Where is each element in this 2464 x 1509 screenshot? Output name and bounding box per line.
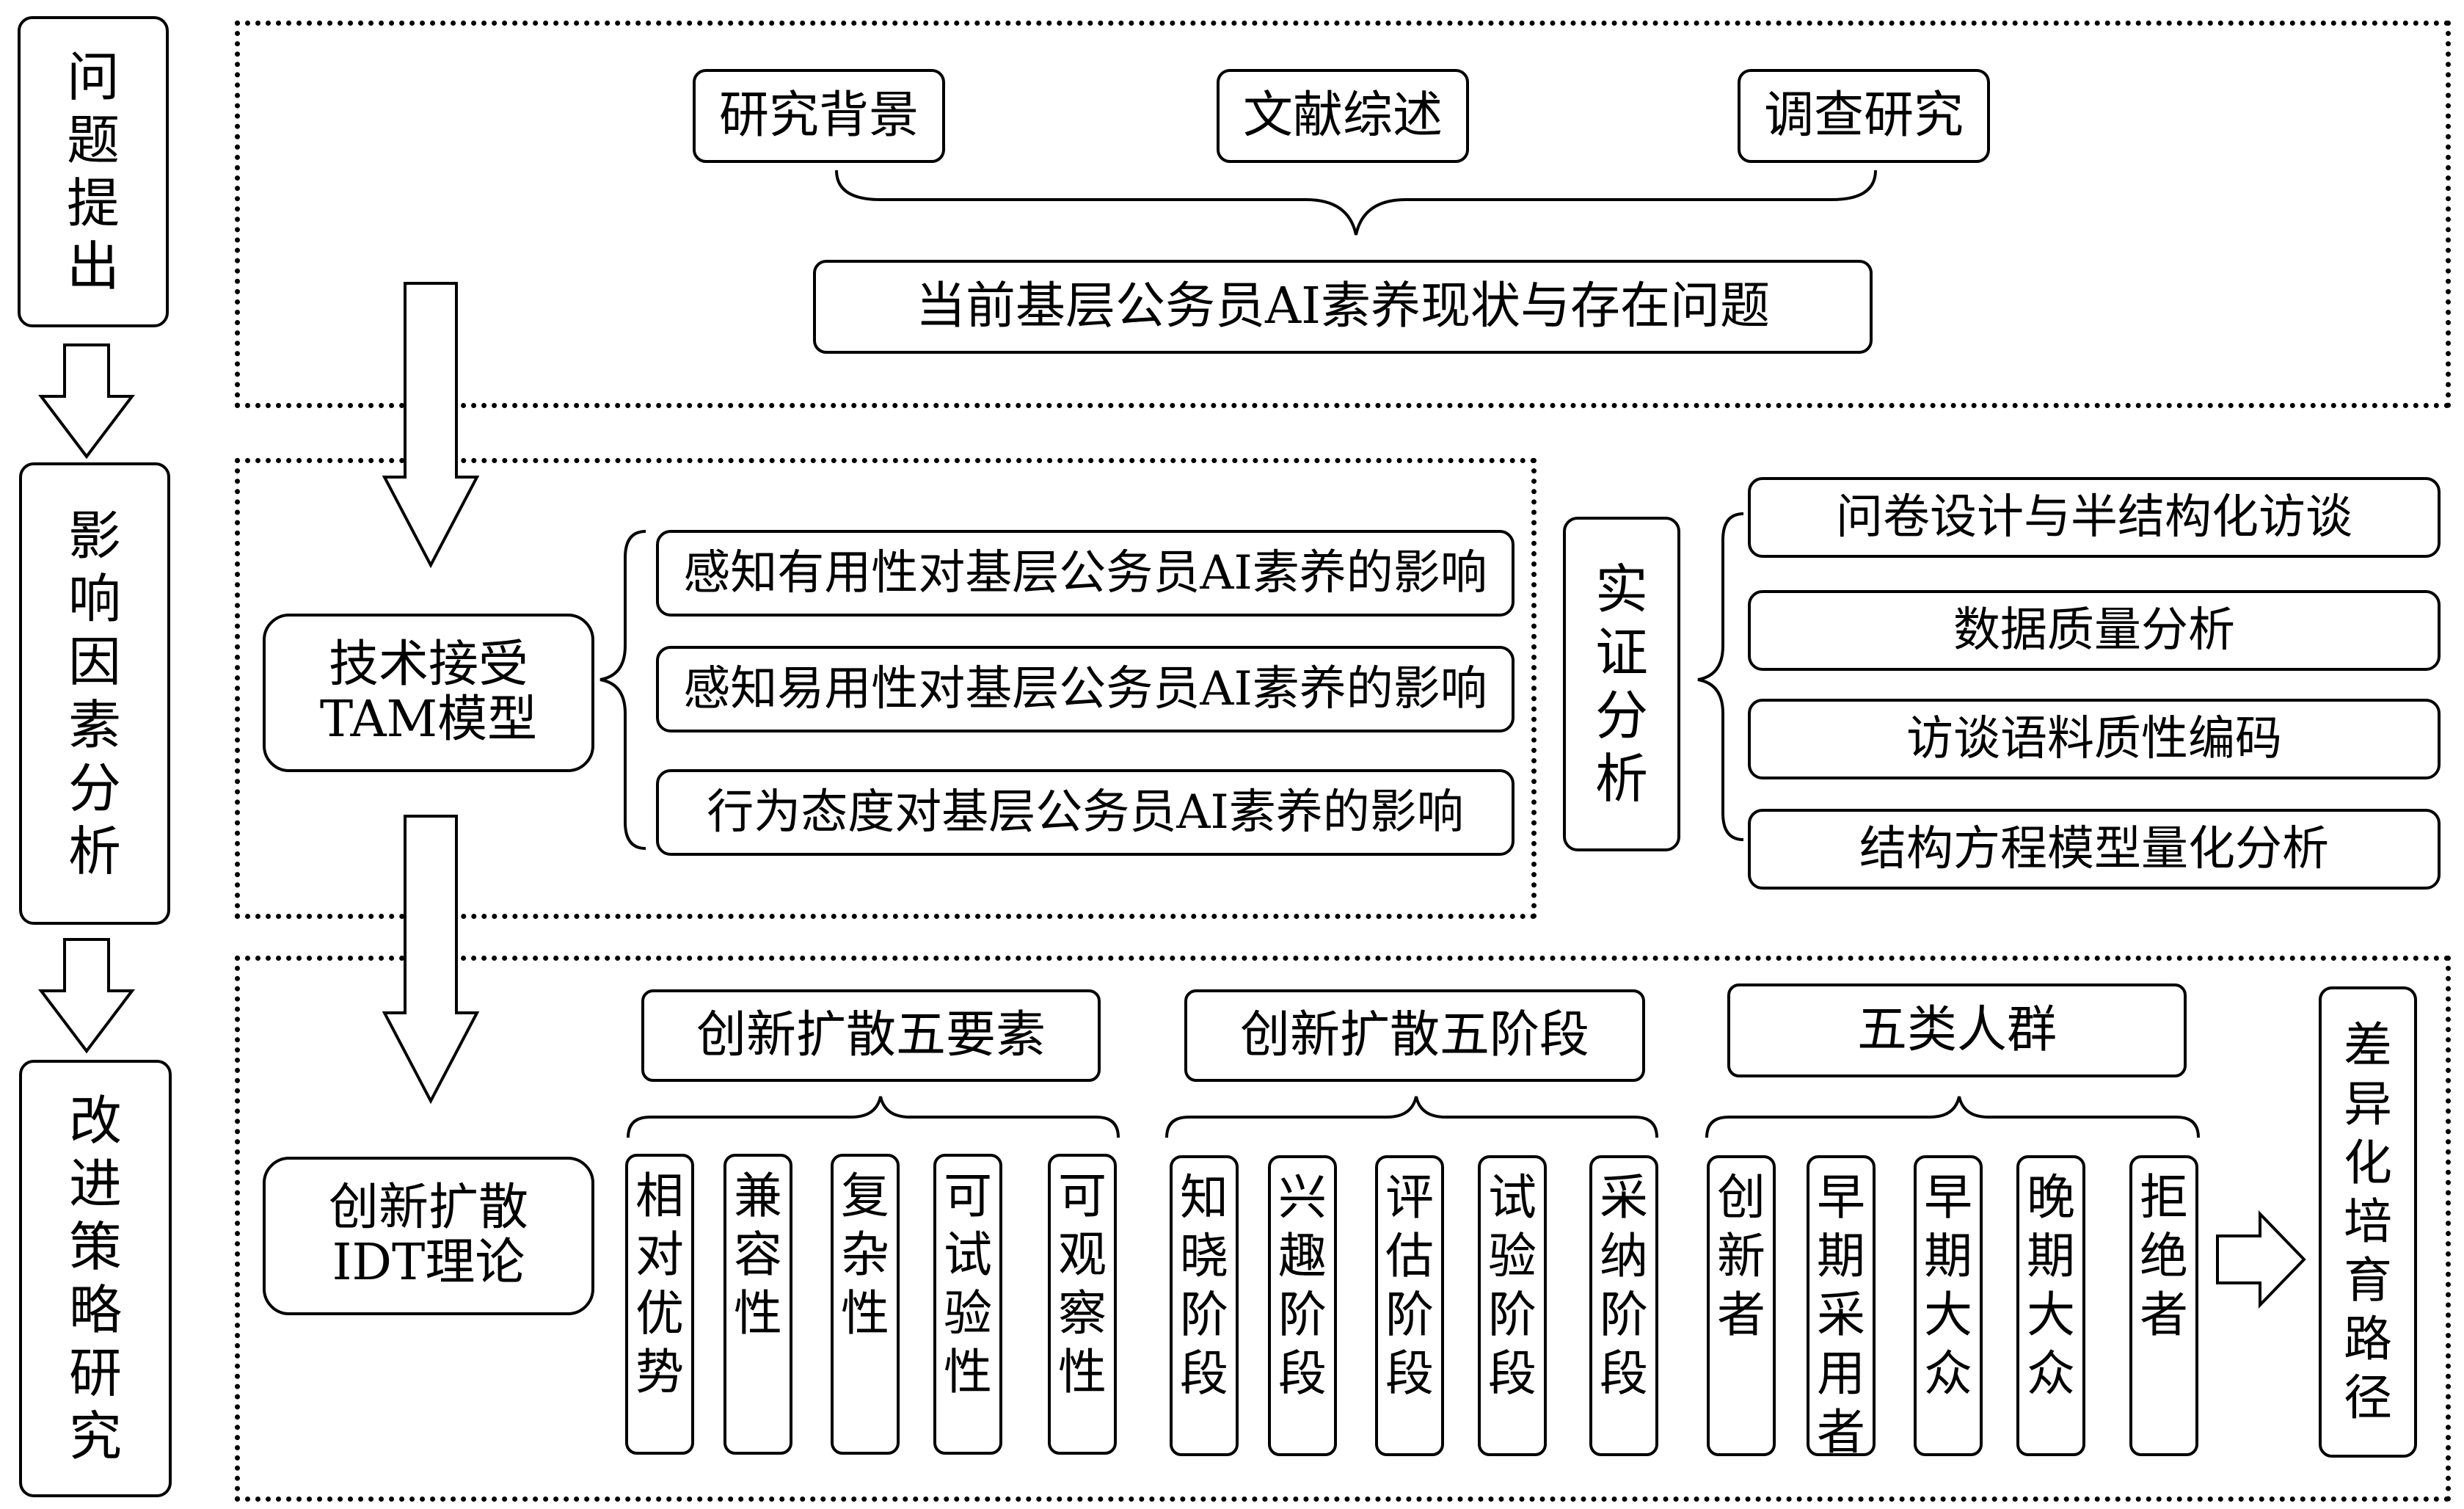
stage-item-5-label: 采 纳 阶 段: [1600, 1169, 1648, 1402]
tam-factor-1-label: 感知有用性对基层公务员AI素养的影响: [683, 545, 1487, 600]
element-item-5: 可 观 察 性: [1048, 1154, 1117, 1455]
adopter-item-2: 早 期 采 用 者: [1807, 1155, 1876, 1461]
elements-brace: [627, 1096, 1120, 1138]
stage-factor-analysis: 影 响 因 素 分 析: [19, 462, 170, 925]
tam-brace: [599, 530, 646, 850]
method-3: 访谈语料质性编码: [1748, 699, 2441, 779]
element-item-4-label: 可 试 验 性: [944, 1168, 992, 1400]
stage-item-2-label: 兴 趣 阶 段: [1278, 1169, 1327, 1402]
element-item-2-label: 兼 容 性: [734, 1168, 782, 1342]
research-background-label: 研究背景: [718, 86, 919, 145]
stage-item-2: 兴 趣 阶 段: [1268, 1155, 1337, 1456]
stages-brace: [1165, 1096, 1658, 1138]
research-background-box: 研究背景: [693, 69, 945, 163]
stage-item-5: 采 纳 阶 段: [1589, 1155, 1658, 1456]
adopter-item-2-label: 早 期 采 用 者: [1817, 1169, 1865, 1461]
idt-arrow: [382, 815, 480, 1105]
stages-title: 创新扩散五阶段: [1239, 1006, 1589, 1064]
section-factors-frame: [235, 458, 1537, 919]
empirical-analysis-label: 实 证 分 析: [1594, 559, 1648, 810]
adopters-brace: [1705, 1096, 2200, 1138]
current-status-label: 当前基层公务员AI素养现状与存在问题: [916, 277, 1770, 335]
stage-arrow-2: [37, 938, 136, 1054]
differentiated-path-box: 差 异 化 培 育 路 径: [2319, 986, 2417, 1458]
element-item-1-label: 相 对 优 势: [635, 1168, 684, 1400]
stage-strategy-label: 改 进 策 略 研 究: [68, 1090, 122, 1467]
section-strategy-frame: [235, 956, 2451, 1502]
method-3-label: 访谈语料质性编码: [1906, 711, 2282, 766]
element-item-3-label: 复 杂 性: [841, 1168, 889, 1342]
element-item-1: 相 对 优 势: [625, 1154, 694, 1455]
method-4-label: 结构方程模型量化分析: [1859, 821, 2329, 876]
outcome-arrow: [2216, 1210, 2306, 1309]
idt-theory-label: 创新扩散 IDT理论: [328, 1179, 528, 1292]
differentiated-path-label: 差 异 化 培 育 路 径: [2344, 1017, 2392, 1426]
literature-review-box: 文献综述: [1217, 69, 1469, 163]
adopters-title-box: 五类人群: [1727, 983, 2187, 1077]
methods-brace: [1697, 512, 1744, 841]
method-2: 数据质量分析: [1748, 590, 2441, 671]
top-brace: [835, 170, 1877, 236]
current-status-box: 当前基层公务员AI素养现状与存在问题: [813, 260, 1873, 354]
stage-item-3-label: 评 估 阶 段: [1385, 1169, 1434, 1402]
tam-factor-1: 感知有用性对基层公务员AI素养的影响: [656, 530, 1515, 617]
stage-problem-label: 问 题 提 出: [66, 46, 120, 297]
stage-item-1-label: 知 晓 阶 段: [1180, 1169, 1228, 1402]
literature-review-label: 文献综述: [1242, 86, 1443, 145]
method-4: 结构方程模型量化分析: [1748, 809, 2441, 890]
elements-title-box: 创新扩散五要素: [641, 989, 1101, 1082]
tam-factor-2: 感知易用性对基层公务员AI素养的影响: [656, 646, 1515, 732]
method-1: 问卷设计与半结构化访谈: [1748, 477, 2441, 558]
adopter-item-1-label: 创 新 者: [1717, 1169, 1765, 1343]
element-item-3: 复 杂 性: [831, 1154, 900, 1455]
adopter-item-4: 晚 期 大 众: [2016, 1155, 2085, 1456]
element-item-4: 可 试 验 性: [933, 1154, 1002, 1455]
empirical-analysis-box: 实 证 分 析: [1563, 517, 1680, 851]
tam-factor-3-label: 行为态度对基层公务员AI素养的影响: [707, 785, 1464, 840]
method-2-label: 数据质量分析: [1953, 603, 2235, 658]
stage-arrow-1: [37, 343, 136, 459]
adopters-title: 五类人群: [1856, 1000, 2057, 1059]
stage-factor-label: 影 响 因 素 分 析: [68, 505, 121, 882]
element-item-5-label: 可 观 察 性: [1058, 1168, 1107, 1400]
adopter-item-4-label: 晚 期 大 众: [2027, 1169, 2075, 1402]
survey-research-box: 调查研究: [1738, 69, 1990, 163]
section-problem-frame: [235, 21, 2451, 408]
stage-strategy-research: 改 进 策 略 研 究: [19, 1060, 172, 1497]
method-1-label: 问卷设计与半结构化访谈: [1836, 490, 2352, 545]
tam-model-box: 技术接受 TAM模型: [263, 614, 594, 772]
adopter-item-3: 早 期 大 众: [1914, 1155, 1983, 1456]
stage-item-4-label: 试 验 阶 段: [1488, 1169, 1537, 1402]
stages-title-box: 创新扩散五阶段: [1184, 989, 1645, 1082]
stage-item-3: 评 估 阶 段: [1375, 1155, 1444, 1456]
adopter-item-1: 创 新 者: [1707, 1155, 1776, 1456]
tam-factor-2-label: 感知易用性对基层公务员AI素养的影响: [683, 661, 1487, 716]
elements-title: 创新扩散五要素: [696, 1006, 1046, 1064]
stage-item-4: 试 验 阶 段: [1478, 1155, 1547, 1456]
tam-model-label: 技术接受 TAM模型: [319, 636, 538, 749]
tam-arrow: [382, 282, 480, 569]
survey-research-label: 调查研究: [1763, 86, 1964, 145]
stage-problem-proposal: 问 题 提 出: [18, 16, 169, 327]
adopter-item-3-label: 早 期 大 众: [1924, 1169, 1972, 1402]
idt-theory-box: 创新扩散 IDT理论: [263, 1157, 594, 1315]
adopter-item-5-label: 拒 绝 者: [2140, 1169, 2188, 1343]
adopter-item-5: 拒 绝 者: [2129, 1155, 2198, 1456]
tam-factor-3: 行为态度对基层公务员AI素养的影响: [656, 769, 1515, 856]
element-item-2: 兼 容 性: [723, 1154, 792, 1455]
stage-item-1: 知 晓 阶 段: [1170, 1155, 1239, 1456]
